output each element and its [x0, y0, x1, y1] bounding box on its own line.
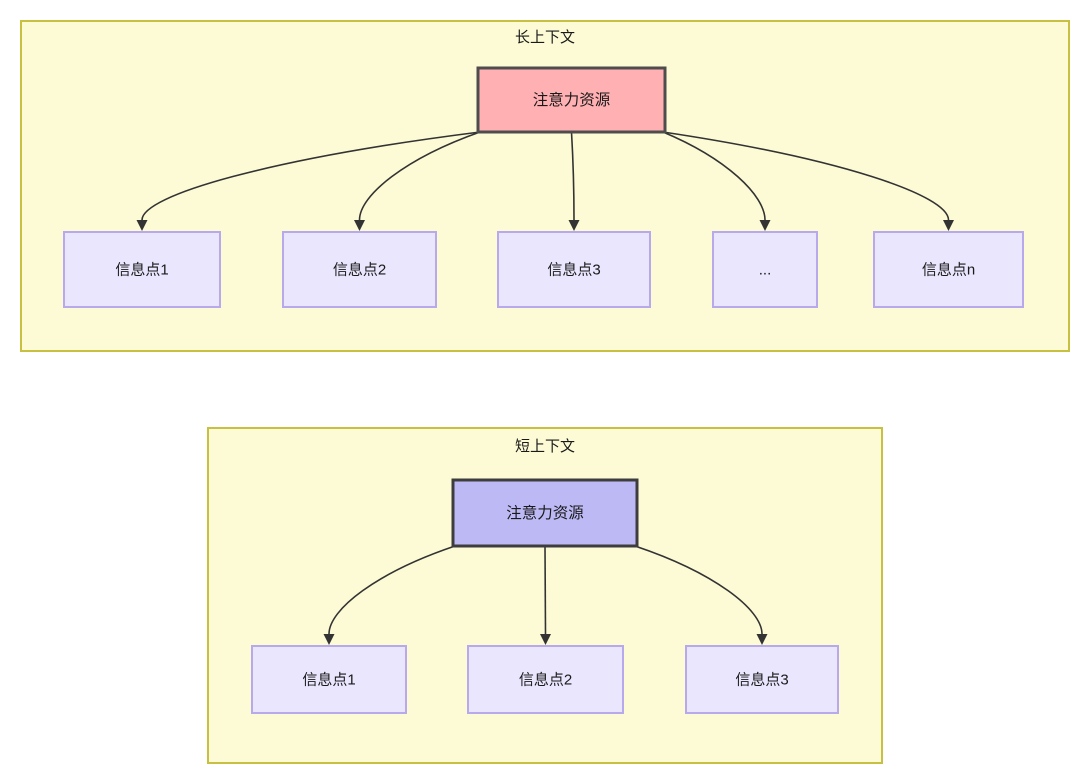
leaf-node-label-short-context-2: 信息点2: [519, 671, 572, 688]
leaf-node-short-context-2[interactable]: [467, 645, 624, 714]
root-node-label-long-context: 注意力资源: [533, 90, 611, 109]
arrowhead-short-context-leaf-2: [540, 634, 551, 645]
leaf-node-label-long-context-2: 信息点2: [333, 261, 386, 278]
panel-title-short-context: 短上下文: [515, 438, 575, 455]
arrowhead-long-context-leaf-2: [354, 220, 365, 231]
leaf-node-long-context-2[interactable]: [282, 231, 437, 308]
edge-long-context-to-leaf-4: [662, 131, 766, 221]
root-node-long-context[interactable]: [476, 66, 667, 134]
leaf-node-long-context-4[interactable]: [712, 231, 818, 308]
leaf-node-label-short-context-3: 信息点3: [735, 671, 788, 688]
leaf-node-label-long-context-4: ...: [759, 261, 772, 278]
edge-long-context-to-leaf-2: [358, 131, 481, 221]
edge-long-context-to-leaf-3: [570, 131, 575, 221]
leaf-node-long-context-3[interactable]: [497, 231, 651, 308]
leaf-node-label-short-context-1: 信息点1: [302, 671, 355, 688]
leaf-node-short-context-3[interactable]: [685, 645, 839, 714]
arrowhead-long-context-leaf-4: [759, 220, 771, 231]
root-node-label-short-context: 注意力资源: [506, 503, 584, 522]
arrowhead-short-context-leaf-3: [756, 634, 768, 645]
edge-long-context-to-leaf-5: [662, 131, 950, 221]
arrowhead-long-context-leaf-3: [568, 220, 580, 231]
leaf-node-label-long-context-1: 信息点1: [115, 261, 168, 278]
edge-long-context-to-leaf-1: [141, 131, 481, 221]
leaf-node-long-context-1[interactable]: [63, 231, 221, 308]
edge-short-context-to-leaf-3: [634, 545, 763, 635]
leaf-node-long-context-5[interactable]: [873, 231, 1024, 308]
edge-short-context-to-leaf-1: [328, 545, 456, 635]
edge-short-context-to-leaf-2: [544, 545, 547, 635]
leaf-node-label-long-context-5: 信息点n: [922, 261, 975, 278]
leaf-node-short-context-1[interactable]: [251, 645, 407, 714]
arrowhead-short-context-leaf-1: [323, 634, 335, 645]
arrowhead-long-context-leaf-1: [136, 220, 148, 231]
leaf-node-label-long-context-3: 信息点3: [547, 261, 600, 278]
arrowhead-long-context-leaf-5: [943, 220, 954, 231]
panel-title-long-context: 长上下文: [515, 29, 575, 46]
root-node-short-context[interactable]: [451, 478, 639, 548]
